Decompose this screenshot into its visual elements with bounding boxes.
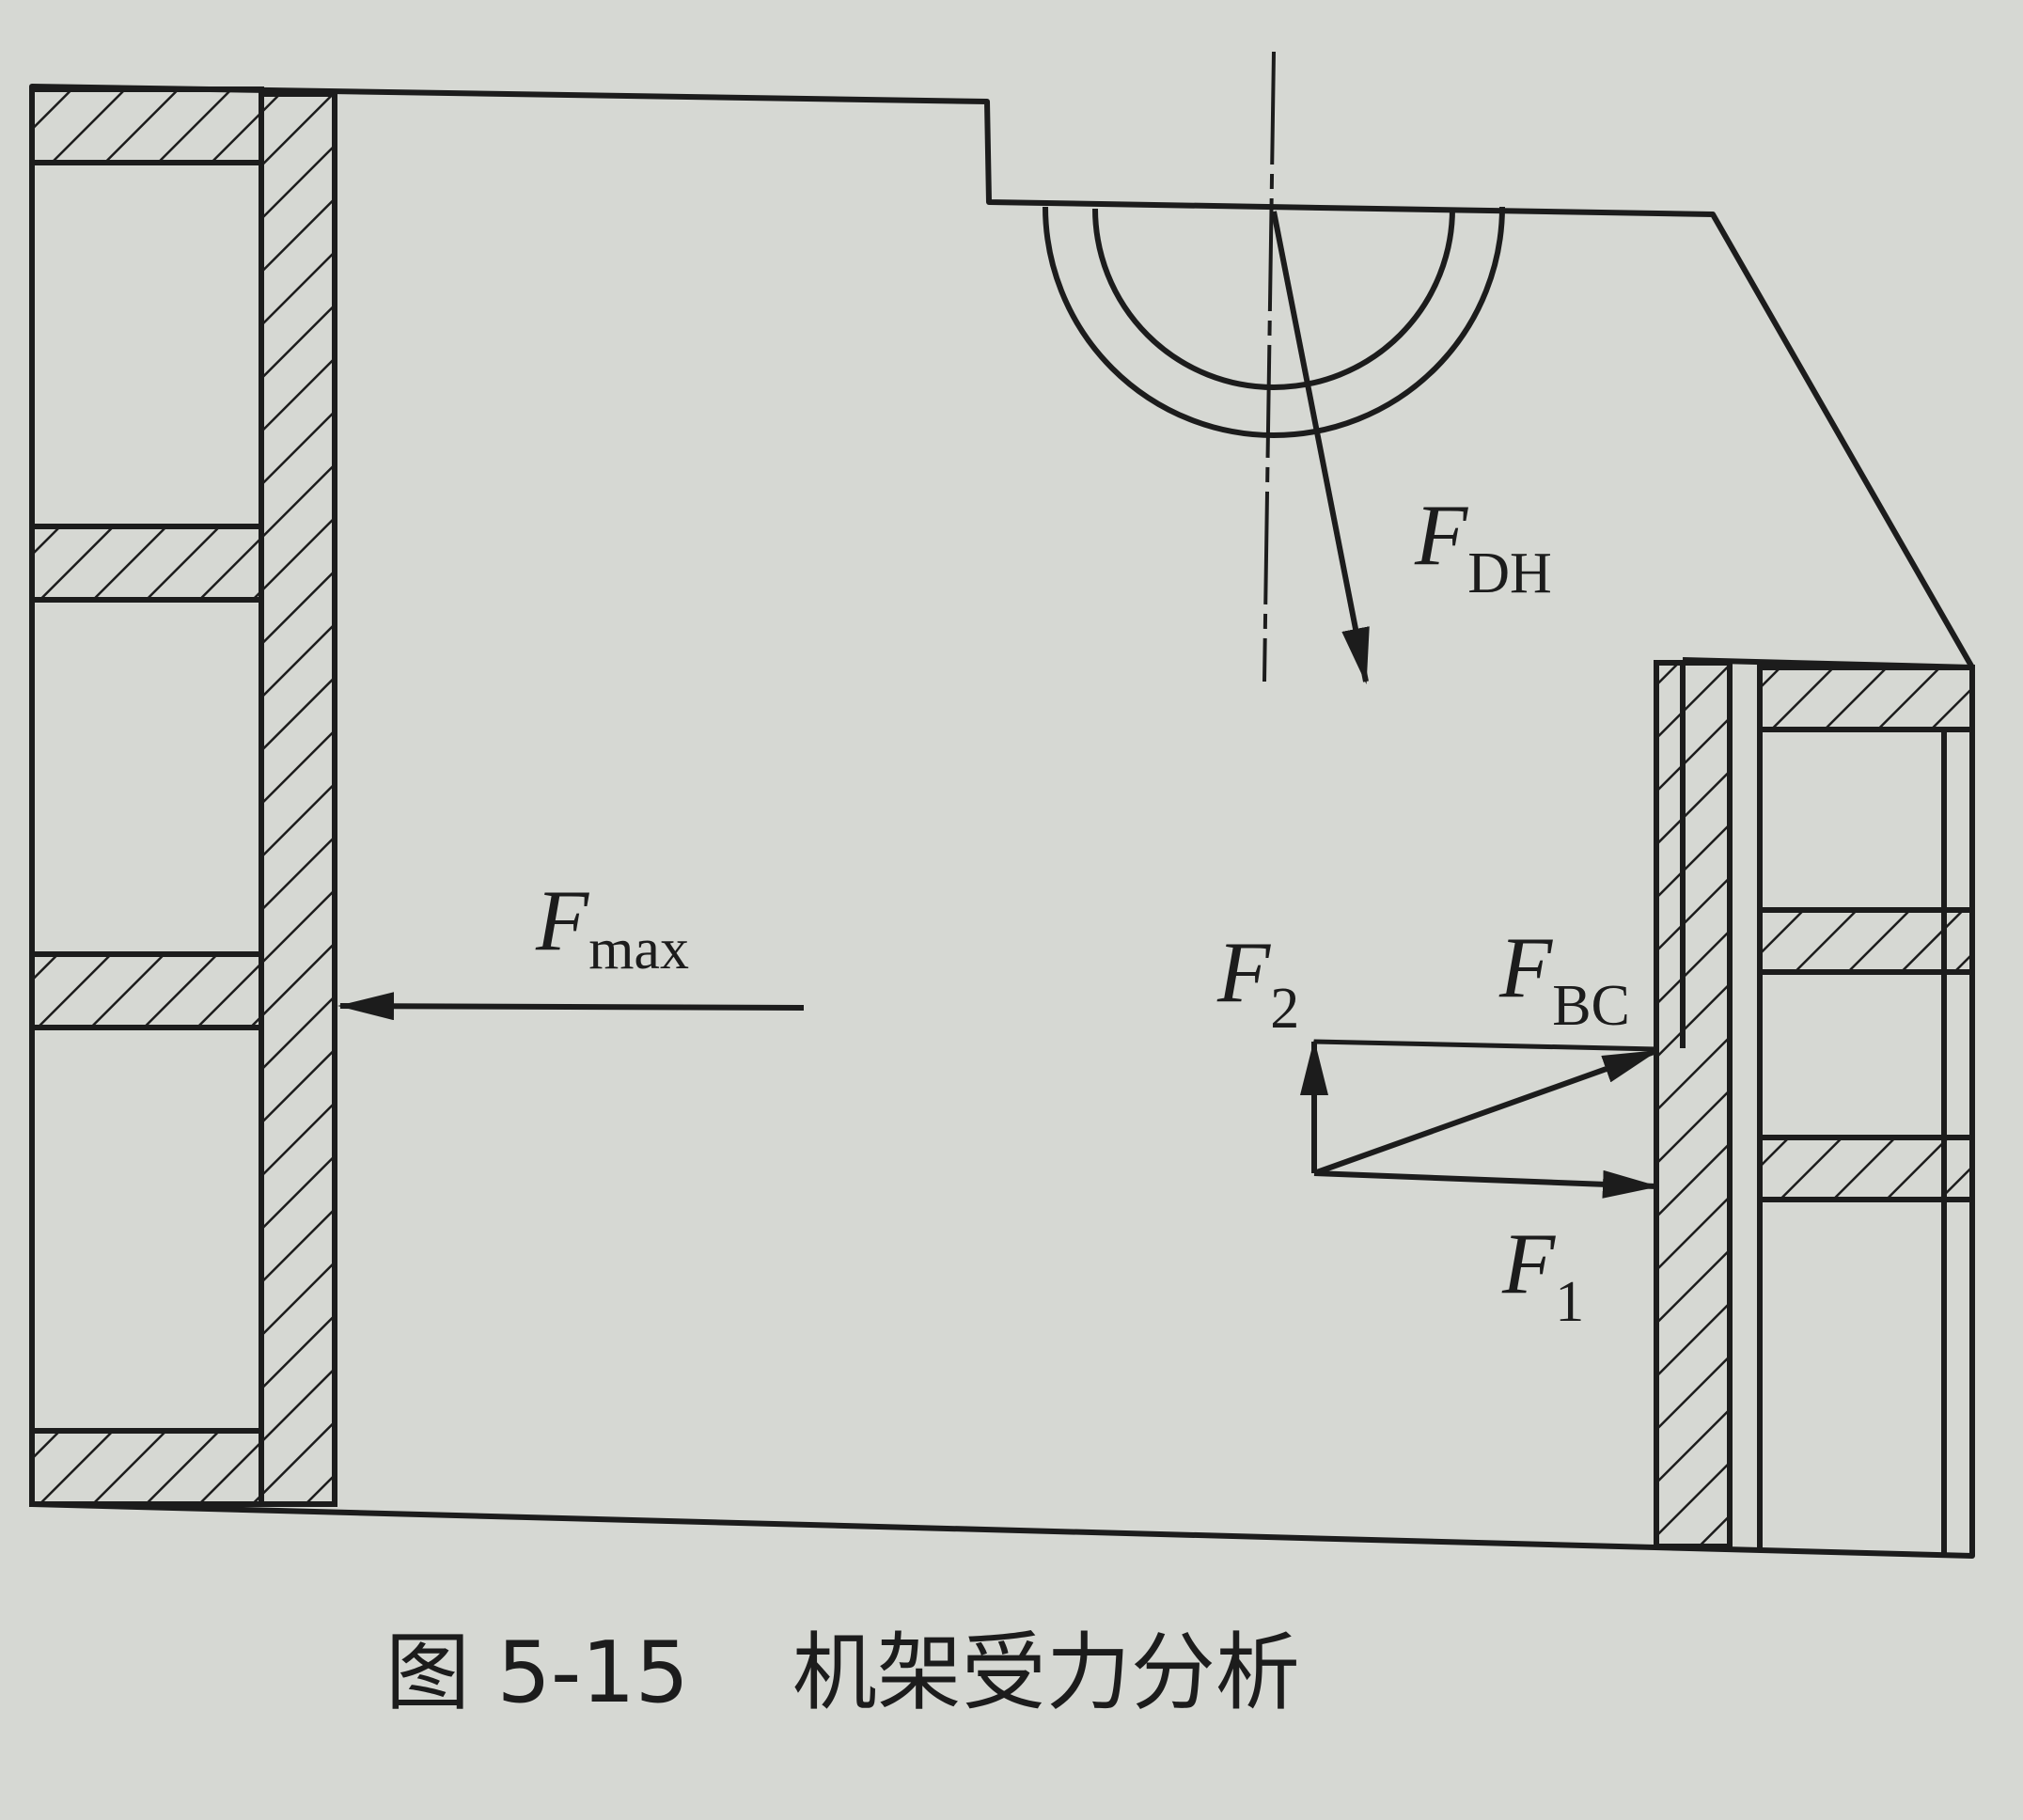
f-max-arrow	[337, 992, 805, 1021]
f-bc-label: FBC	[1498, 919, 1630, 1038]
right-wall-assembly	[1654, 657, 1975, 1553]
figure-caption: 图 5-15 机架受力分析	[385, 1624, 1300, 1722]
frame-outline	[29, 84, 1975, 1559]
centerline	[1262, 51, 1276, 682]
f-1-label-main: F	[1501, 1216, 1556, 1311]
f-2-guide-line	[1313, 1039, 1657, 1052]
f-1-label: F1	[1501, 1216, 1584, 1334]
bearing	[1043, 206, 1505, 438]
f-2-label-sub: 2	[1270, 977, 1299, 1041]
f-2-label: F2	[1216, 924, 1299, 1041]
left-block-middle	[29, 951, 264, 1030]
right-inner-wall	[1654, 660, 1733, 1549]
left-block-bottom	[29, 1428, 264, 1507]
f-bc-label-main: F	[1498, 919, 1553, 1015]
f-1-label-sub: 1	[1555, 1270, 1584, 1334]
left-wall-assembly	[29, 86, 337, 1507]
f-dh-label-main: F	[1414, 487, 1468, 583]
bearing-inner-arc	[1092, 208, 1455, 390]
f-1-arrow	[1313, 1169, 1659, 1199]
left-block-top	[29, 86, 264, 165]
f-bc-arrow	[1312, 1048, 1659, 1176]
left-block-upper	[29, 524, 264, 603]
f-dh-label: FDH	[1414, 487, 1552, 605]
f-2-label-main: F	[1216, 924, 1271, 1020]
f-dh-label-sub: DH	[1467, 541, 1552, 605]
f-max-label-sub: max	[588, 918, 689, 981]
right-block-lower	[1757, 1135, 1975, 1202]
f-max-label: Fmax	[535, 872, 689, 981]
f-max-label-main: F	[535, 872, 589, 968]
caption-figure-number: 图 5-15	[385, 1624, 689, 1722]
right-block-middle	[1757, 907, 1975, 975]
f-bc-label-sub: BC	[1552, 974, 1630, 1038]
right-block-top	[1757, 665, 1975, 732]
caption-title: 机架受力分析	[792, 1624, 1300, 1722]
left-inner-wall	[259, 91, 337, 1507]
bearing-outer-arc	[1043, 206, 1505, 438]
f-dh-arrow	[1271, 211, 1370, 684]
